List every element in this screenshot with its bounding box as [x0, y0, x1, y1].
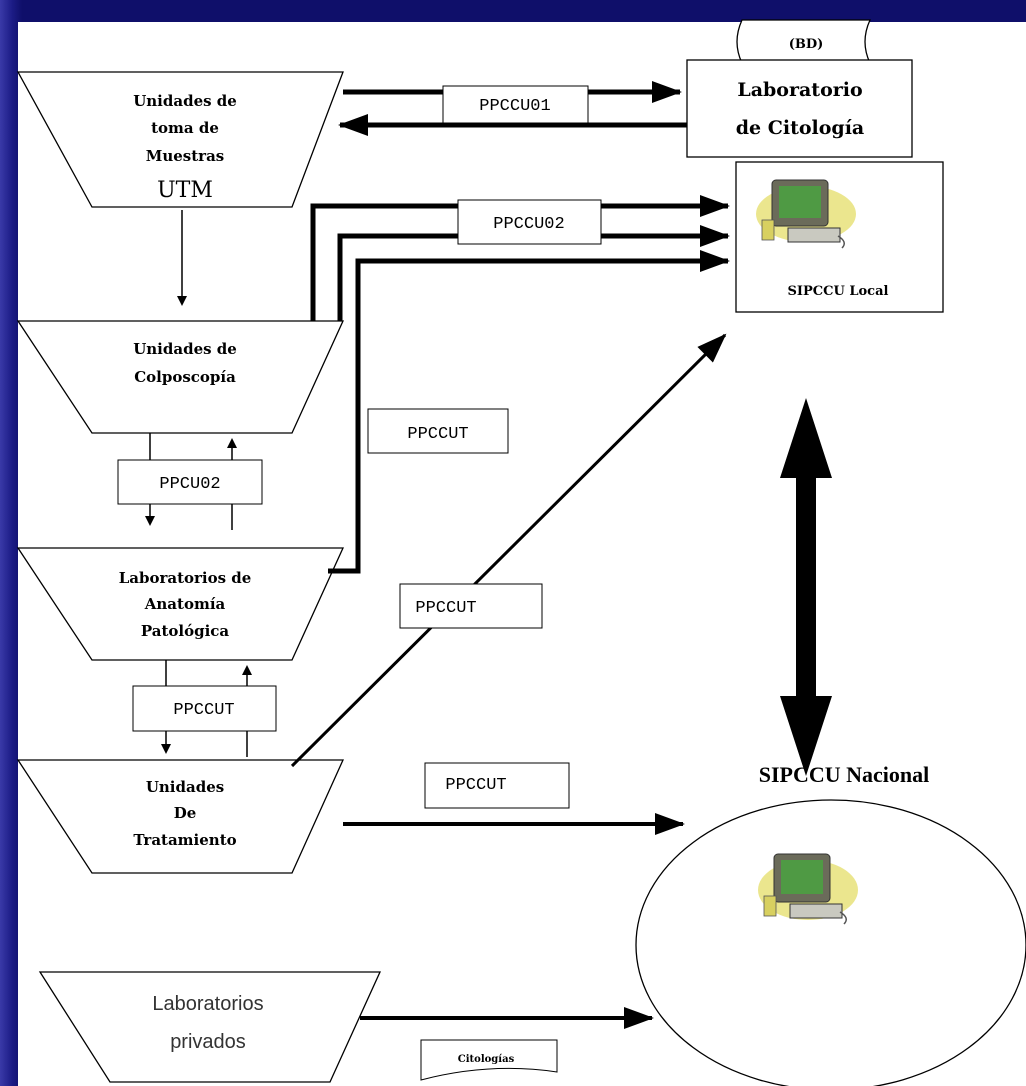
ppccut-a-text: PPCCUT	[407, 425, 468, 444]
computer-icon-local	[756, 179, 856, 249]
utm-acronym: UTM	[157, 178, 213, 203]
tratamiento-line-3: Tratamiento	[133, 831, 236, 849]
node-tratamiento: Unidades De Tratamiento	[16, 759, 345, 874]
line-anatomia-to-local-b	[328, 250, 730, 574]
connectors	[145, 81, 816, 1029]
double-arrow-heads	[780, 398, 832, 776]
privados-line-1: Laboratorios	[152, 993, 263, 1015]
computer-icon-nacional	[758, 853, 858, 925]
node-colposcopia: Unidades de Colposcopía	[16, 320, 345, 434]
lab-citologia-line-2: de Citología	[736, 117, 864, 139]
anatomia-line-1: Laboratorios de	[119, 569, 252, 587]
arrow-tratamiento-to-local	[290, 333, 727, 768]
label-ppccut-c: PPCCUT	[132, 685, 277, 732]
label-ppccu01: PPCCU01	[442, 85, 589, 124]
ppcu02-text: PPCU02	[159, 475, 220, 494]
label-ppccut-a: PPCCUT	[367, 408, 509, 454]
node-privados: Laboratorios privados	[38, 971, 382, 1083]
colposcopia-line-2: Colposcopía	[134, 368, 236, 386]
utm-line-3: Muestras	[146, 147, 225, 165]
anatomia-line-2: Anatomía	[144, 595, 226, 613]
node-sipccu-local: SIPCCU Local	[735, 161, 944, 313]
lab-citologia-line-1: Laboratorio	[737, 79, 862, 101]
ppccut-c-text: PPCCUT	[173, 701, 234, 720]
node-sipccu-nacional: SIPCCU Nacional	[635, 762, 1026, 1086]
node-laboratorio-citologia: (BD) Laboratorio de Citología	[686, 19, 913, 158]
node-utm: Unidades de toma de Muestras UTM	[16, 71, 344, 208]
ppccut-b-text: PPCCUT	[415, 599, 476, 618]
label-ppccut-d: PPCCUT	[424, 762, 570, 809]
tratamiento-line-2: De	[174, 804, 197, 822]
ppccut-d-text: PPCCUT	[445, 776, 506, 795]
colposcopia-line-1: Unidades de	[133, 340, 237, 358]
ppccu01-text: PPCCU01	[479, 97, 550, 116]
anatomia-line-3: Patológica	[141, 622, 230, 640]
label-ppccut-b: PPCCUT	[399, 583, 543, 629]
label-ppcu02: PPCU02	[117, 459, 263, 505]
label-ppccu02: PPCCU02	[457, 199, 602, 245]
utm-line-2: toma de	[151, 119, 219, 137]
ppccu02-text: PPCCU02	[493, 215, 564, 234]
utm-line-1: Unidades de	[133, 92, 237, 110]
sipccu-local-label: SIPCCU Local	[788, 284, 889, 299]
db-label: (BD)	[789, 37, 824, 52]
sipccu-nacional-label: SIPCCU Nacional	[759, 762, 930, 787]
privados-line-2: privados	[170, 1031, 246, 1053]
tratamiento-line-1: Unidades	[146, 778, 224, 796]
citologias-text: Citologías	[458, 1054, 515, 1065]
node-anatomia: Laboratorios de Anatomía Patológica	[16, 547, 345, 661]
label-citologias: Citologías	[420, 1039, 558, 1081]
